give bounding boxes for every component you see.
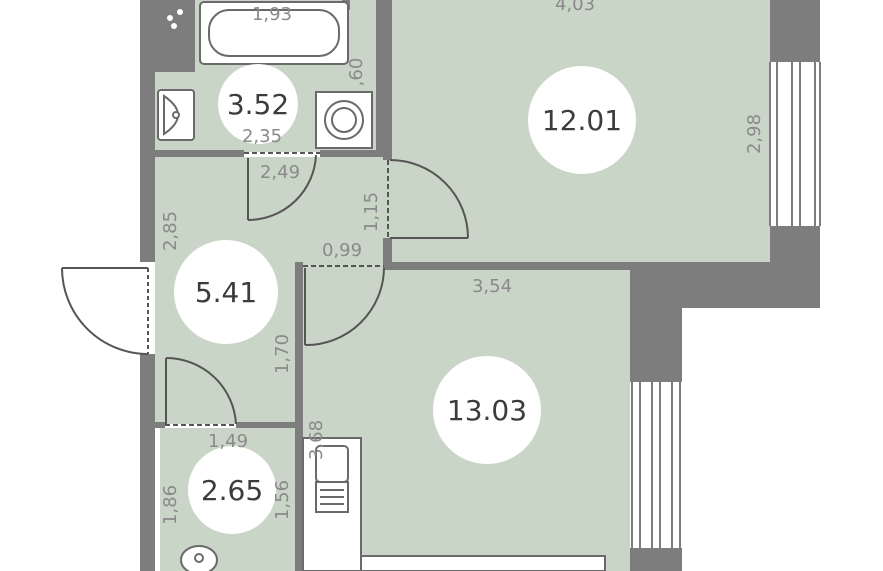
wall [320,150,392,157]
door-bathroom [244,152,320,222]
drain-dots [167,9,183,29]
wall [630,548,682,571]
dim-corridor-height: 1,70 [272,334,293,374]
door-room-main [303,265,385,347]
dim-wc-width: 1,49 [208,431,248,452]
wall [770,0,820,62]
wall [155,0,191,10]
dim-wc-height-left: 1,86 [160,485,181,525]
dim-bath-height: ,60 [346,58,367,87]
window-top [769,62,821,226]
dim-room-top-height: 2,98 [744,114,765,154]
wall [376,0,383,156]
washing-machine [315,91,373,149]
area-circle [218,64,298,144]
toilet [180,545,218,571]
washbasin [157,89,195,141]
area-circle [174,240,278,344]
dim-hall-height: 2,85 [160,211,181,251]
wall [383,262,633,270]
hall-area: 5.41 [195,276,257,309]
room-main-area: 13.03 [447,394,527,427]
wall [383,0,392,160]
wall [383,238,392,266]
door-entrance [61,262,155,355]
dim-room-top-width: 4,03 [555,0,595,15]
dim-room-main-width: 3,54 [472,276,512,297]
bathroom-area: 3.52 [227,88,289,121]
door-room-top [387,159,469,239]
wall [770,226,820,308]
door-opening [140,262,155,354]
dim-bath-bottom: 2,35 [242,126,282,147]
dim-wc-height-right: 1,56 [272,480,293,520]
dim-passage-height: 1,15 [361,192,382,232]
dim-hall-door-width: 2,49 [260,162,300,183]
area-circle [433,356,541,464]
area-circle [188,446,276,534]
wc-area: 2.65 [201,474,263,507]
dimension-labels: 1,93 4,03 ,60 2,35 2,49 2,98 2,85 1,15 0… [160,0,765,525]
door-wc [165,356,237,426]
dim-bath-width: 1,93 [252,4,292,25]
wall [236,422,296,428]
area-circle [528,66,636,174]
wall [140,0,195,72]
wall [295,262,303,571]
window-main [631,382,681,548]
area-labels: 3.52 12.01 5.41 13.03 2.65 [174,64,636,534]
room-top-area: 12.01 [542,104,622,137]
bathtub [199,1,349,65]
dim-kitchen-height: 3,68 [306,420,327,460]
wall [155,422,165,428]
wall [152,150,244,157]
dim-doorway-width: 0,99 [322,240,362,261]
kitchen-counter [302,437,606,571]
